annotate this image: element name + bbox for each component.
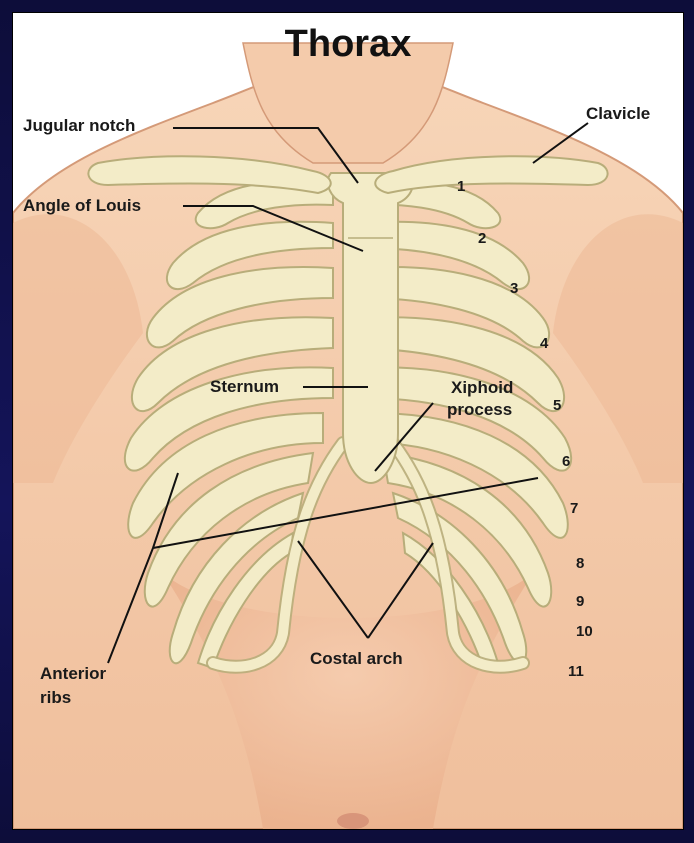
label-jugular-notch: Jugular notch [23, 117, 135, 136]
rib-number-5: 5 [553, 398, 561, 415]
rib-number-10: 10 [576, 624, 593, 641]
label-xiphoid-1: Xiphoid [451, 379, 513, 398]
label-clavicle: Clavicle [586, 105, 650, 124]
label-xiphoid-2: process [447, 401, 512, 420]
rib-number-2: 2 [478, 231, 486, 248]
rib-number-9: 9 [576, 594, 584, 611]
rib-number-3: 3 [510, 281, 518, 298]
label-costal-arch: Costal arch [310, 650, 403, 669]
label-anterior-ribs-2: ribs [40, 689, 71, 708]
rib-number-11: 11 [568, 664, 584, 681]
diagram-title: Thorax [13, 23, 683, 66]
diagram-panel: Thorax Jugular notch Clavicle Angle of L… [12, 12, 684, 830]
label-anterior-ribs-1: Anterior [40, 665, 106, 684]
label-sternum: Sternum [210, 378, 279, 397]
navel [337, 813, 369, 829]
label-angle-of-louis: Angle of Louis [23, 197, 141, 216]
rib-number-1: 1 [457, 179, 465, 196]
rib-number-7: 7 [570, 501, 578, 518]
rib-number-6: 6 [562, 454, 570, 471]
rib-number-4: 4 [540, 336, 548, 353]
rib-number-8: 8 [576, 556, 584, 573]
